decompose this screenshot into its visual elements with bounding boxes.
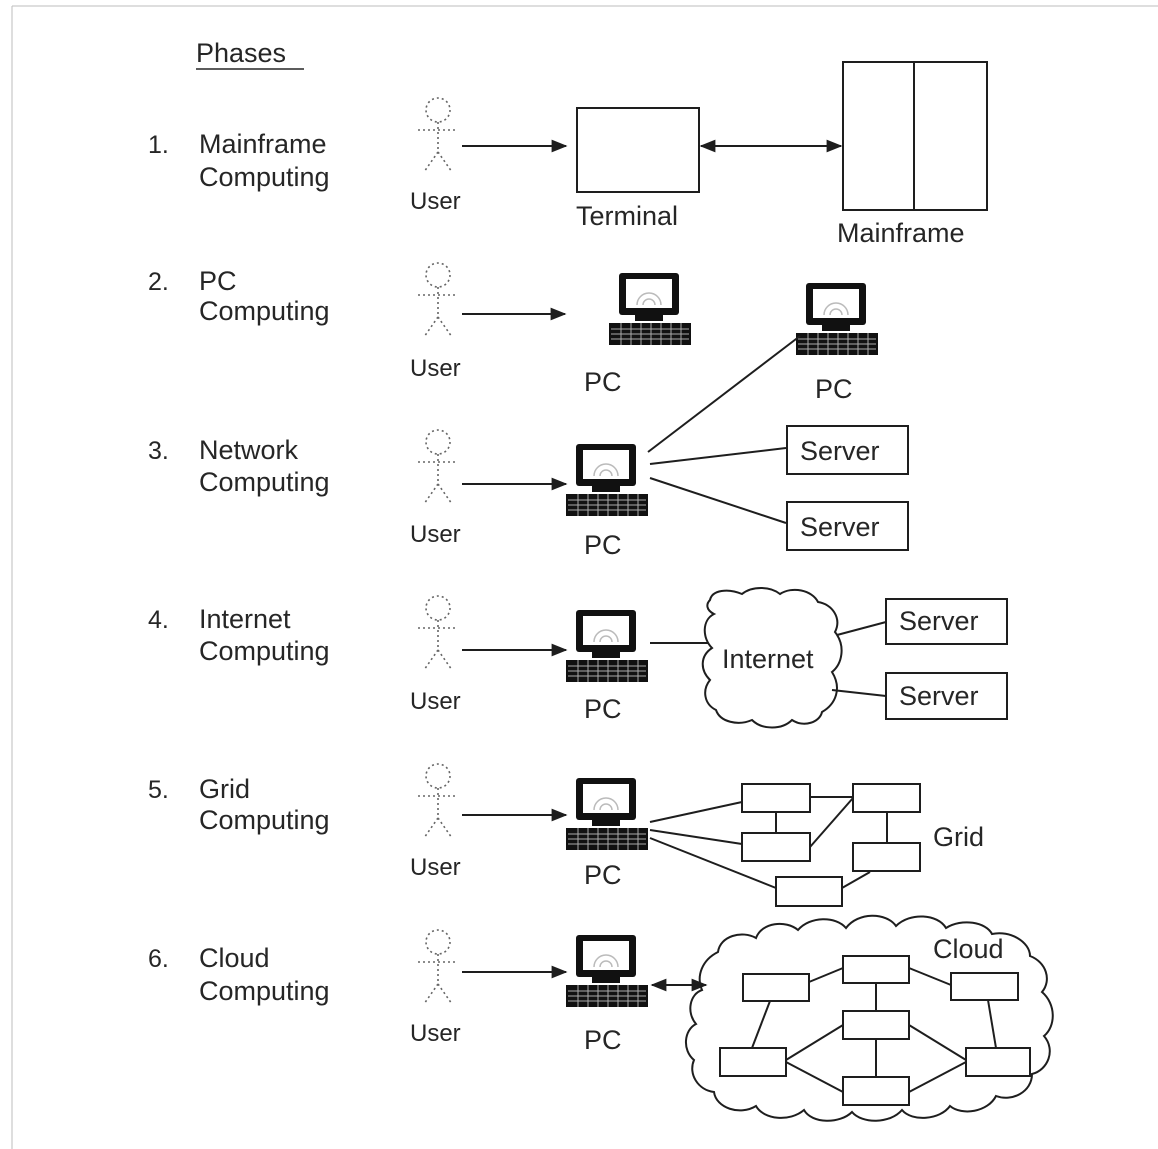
user-stick-figure-icon	[417, 97, 459, 173]
user-label: User	[410, 854, 461, 881]
user-stick-figure-icon	[417, 929, 459, 1005]
phase-name: Network	[199, 435, 299, 465]
phase-label-5: 5. Grid Computing	[148, 774, 330, 835]
pc-label: PC	[584, 694, 622, 724]
pc-label: PC	[815, 374, 853, 404]
server-box	[885, 598, 1008, 645]
user-stick-figure-icon	[417, 595, 459, 671]
phase-name-suffix: Computing	[199, 636, 330, 666]
phase-name-suffix: Computing	[199, 296, 330, 326]
server-label: Server	[899, 681, 979, 711]
phase-name: Mainframe	[199, 129, 327, 159]
phase-number: 1.	[148, 131, 169, 159]
pc-label: PC	[584, 530, 622, 560]
user-stick-figure-icon	[417, 763, 459, 839]
cloud-shape	[685, 914, 1054, 1122]
pc-icon	[795, 282, 879, 356]
cloud-label: Cloud	[933, 934, 1004, 964]
user-label: User	[410, 688, 461, 715]
internet-cloud-shape	[701, 587, 843, 729]
phase-label-6: 6. Cloud Computing	[148, 943, 330, 1006]
user-label: User	[410, 188, 461, 215]
cloud-network	[719, 955, 1031, 1106]
terminal-label: Terminal	[576, 201, 678, 231]
mainframe-label: Mainframe	[837, 218, 965, 248]
phase-name: PC	[199, 266, 237, 296]
user-stick-figure-icon	[417, 262, 459, 338]
phase-label-2: 2. PC Computing	[148, 266, 330, 326]
pc-icon	[565, 443, 649, 517]
phase-label-4: 4. Internet Computing	[148, 604, 330, 666]
user-label: User	[410, 355, 461, 382]
grid-network	[649, 783, 921, 907]
diagram-title: Phases	[196, 38, 286, 68]
phase-name-suffix: Computing	[199, 162, 330, 192]
server-box	[786, 501, 909, 551]
user-label: User	[410, 1020, 461, 1047]
phase-number: 2.	[148, 268, 169, 296]
phase-name-suffix: Computing	[199, 976, 330, 1006]
terminal-box	[576, 107, 700, 193]
server-box	[885, 672, 1008, 720]
server-label: Server	[800, 512, 880, 542]
phase-number: 3.	[148, 437, 169, 465]
phase-name-suffix: Computing	[199, 467, 330, 497]
phase-number: 6.	[148, 945, 169, 973]
pc-icon	[565, 934, 649, 1008]
phase-label-3: 3. Network Computing	[148, 435, 330, 497]
pc-label: PC	[584, 1025, 622, 1055]
pc-icon	[565, 609, 649, 683]
phase-number: 4.	[148, 606, 169, 634]
phase-name-suffix: Computing	[199, 805, 330, 835]
phase-name: Internet	[199, 604, 291, 634]
server-box	[786, 425, 909, 475]
pc-icon	[608, 272, 692, 346]
internet-label: Internet	[722, 644, 814, 674]
phase-name: Cloud	[199, 943, 270, 973]
grid-label: Grid	[933, 822, 984, 852]
user-label: User	[410, 521, 461, 548]
user-stick-figure-icon	[417, 429, 459, 505]
pc-label: PC	[584, 367, 622, 397]
server-label: Server	[899, 606, 979, 636]
server-label: Server	[800, 436, 880, 466]
pc-icon	[565, 777, 649, 851]
phase-label-1: 1. Mainframe Computing	[148, 129, 330, 192]
phase-name: Grid	[199, 774, 250, 804]
phase-number: 5.	[148, 776, 169, 804]
pc-label: PC	[584, 860, 622, 890]
